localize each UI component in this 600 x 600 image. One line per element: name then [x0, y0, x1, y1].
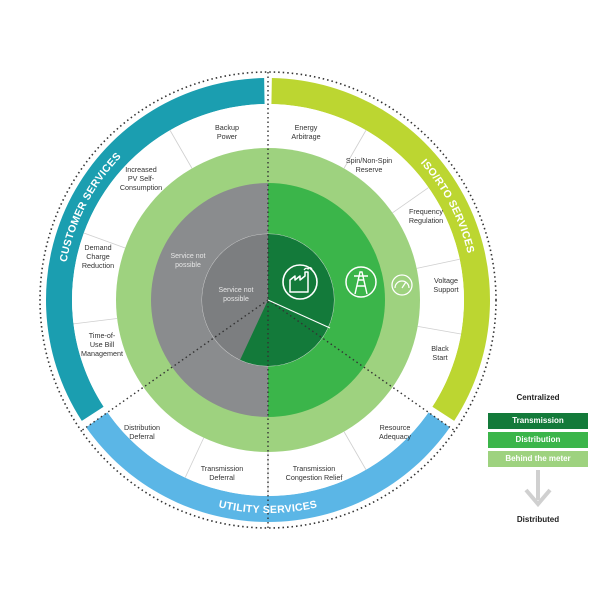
transmission-tower-icon — [345, 266, 377, 298]
left-dotted-divider — [80, 299, 269, 432]
ring-divider-line — [343, 431, 367, 470]
service-not-possible-inner-sector — [202, 234, 268, 360]
right-dotted-divider — [267, 299, 456, 432]
ring-divider-line — [83, 232, 126, 249]
ring-divider-line — [73, 318, 118, 325]
ring-divider-line — [343, 130, 367, 169]
utility-services-arc — [86, 412, 450, 522]
gauge-icon — [391, 274, 413, 296]
legend: Centralized Transmission Distribution Be… — [488, 393, 588, 524]
ring-divider-line — [416, 258, 460, 269]
legend-distributed-label: Distributed — [516, 515, 560, 524]
legend-item-distribution: Distribution — [488, 432, 588, 448]
outer-dotted-circle — [39, 71, 497, 529]
ring-divider-line — [392, 187, 429, 214]
iso-rto-services-arc — [271, 78, 490, 421]
customer-services-arc — [45, 78, 265, 421]
inner-white-divider — [267, 299, 331, 329]
ring-divider-line — [169, 130, 193, 169]
legend-item-transmission: Transmission — [488, 413, 588, 429]
legend-item-behind-the-meter: Behind the meter — [488, 451, 588, 467]
legend-centralized-label: Centralized — [516, 393, 560, 402]
ring-divider-line — [417, 326, 462, 335]
service-ring-dividers — [73, 130, 462, 496]
ring-divider-line — [184, 437, 205, 478]
utility-services-title: UTILITY SERVICES — [218, 498, 319, 516]
factory-icon — [282, 264, 318, 300]
legend-arrow — [524, 470, 552, 508]
